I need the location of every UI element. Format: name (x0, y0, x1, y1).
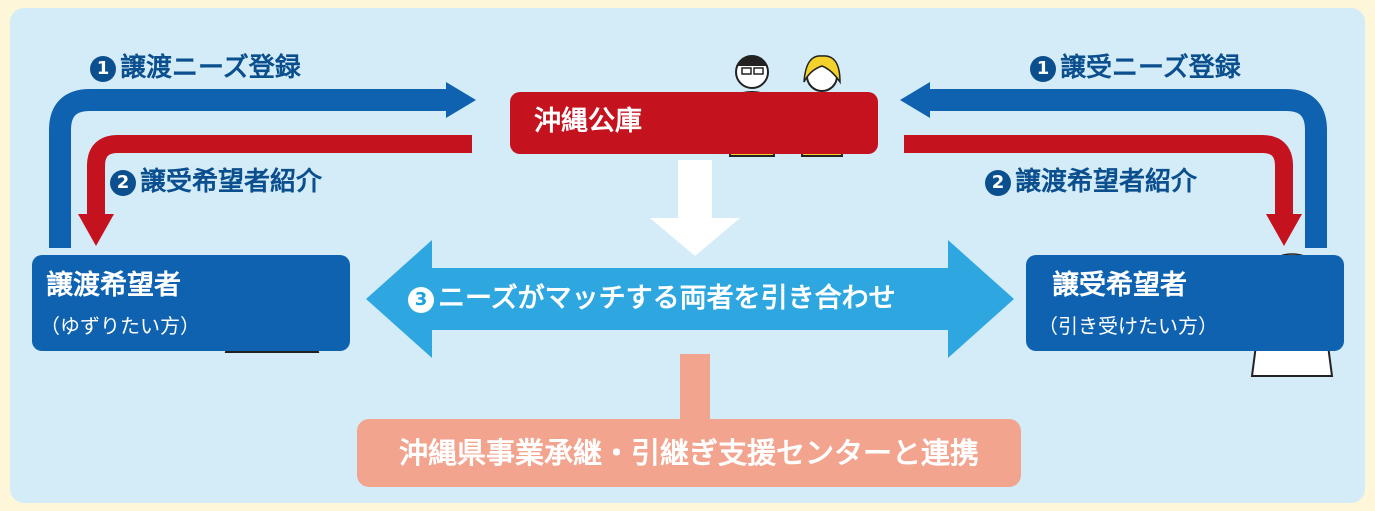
left-registration-arrowhead (446, 82, 476, 118)
support-connector (680, 354, 710, 424)
match-text: ニーズがマッチする両者を引き合わせ (438, 283, 896, 314)
step2-number-icon: 2 (985, 170, 1011, 196)
step3-number-icon: 3 (408, 287, 434, 313)
step1-number-icon: 1 (90, 56, 116, 82)
right-registration-arrowhead (900, 82, 930, 118)
buyer-subtitle: （引き受けたい方） (1038, 314, 1218, 338)
left-step1-text: 譲渡ニーズ登録 (120, 53, 301, 83)
seller-box: 譲渡希望者 （ゆずりたい方） (32, 255, 350, 351)
support-center-box: 沖縄県事業承継・引継ぎ支援センターと連携 (357, 419, 1021, 487)
buyer-box: 譲受希望者 （引き受けたい方） (1026, 255, 1344, 351)
right-registration-arrow (924, 89, 1327, 248)
seller-title: 譲渡希望者 (46, 270, 181, 301)
left-introduction-arrowhead (78, 214, 114, 246)
okinawa-koko-box: 沖縄公庫 (510, 92, 878, 154)
match-double-arrow (366, 240, 1014, 358)
right-introduction-arrow (904, 135, 1293, 218)
center-label: 沖縄公庫 (534, 106, 642, 137)
left-introduction-arrow (87, 135, 472, 218)
step2-number-icon: 2 (110, 170, 136, 196)
right-step2-text: 譲渡希望者紹介 (1015, 167, 1198, 197)
seller-subtitle: （ゆずりたい方） (40, 314, 200, 338)
right-introduction-arrowhead (1266, 214, 1302, 246)
left-registration-arrow (49, 89, 452, 248)
step1-number-icon: 1 (1030, 56, 1056, 82)
support-center-label: 沖縄県事業承継・引継ぎ支援センターと連携 (398, 436, 979, 470)
down-arrow (650, 160, 740, 256)
right-step1-text: 譲受ニーズ登録 (1060, 53, 1241, 83)
left-step2-text: 譲受希望者紹介 (140, 167, 323, 197)
buyer-title: 譲受希望者 (1052, 270, 1187, 301)
